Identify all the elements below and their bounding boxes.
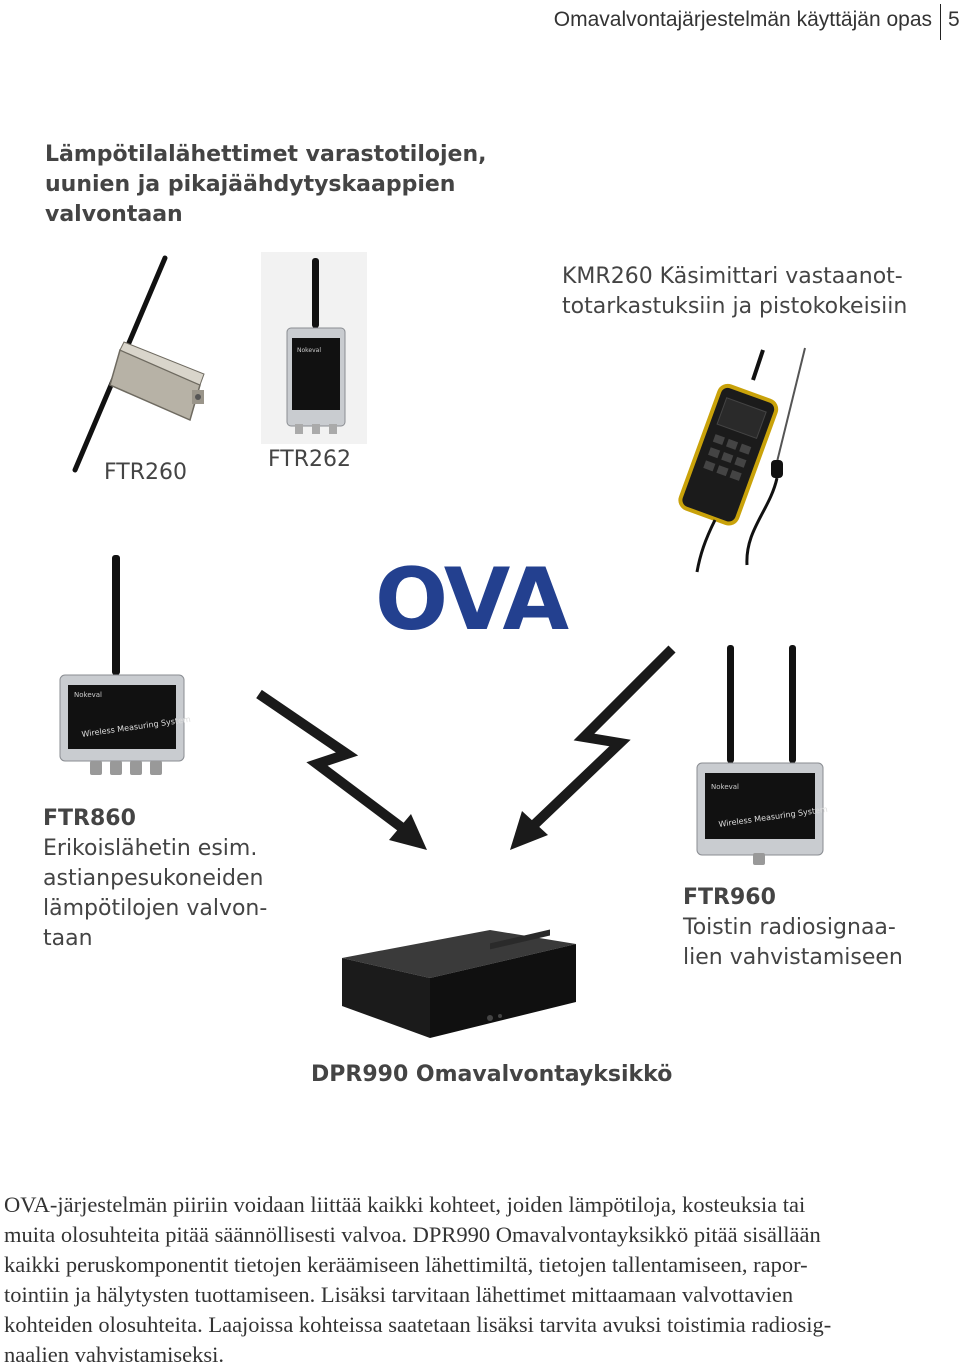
ftr960-label: FTR960 Toistin radiosignaa- lien vahvist… xyxy=(683,883,903,973)
dpr990-unit-image xyxy=(342,929,576,1038)
section-heading: Lämpötilalähettimet varastotilojen, uuni… xyxy=(45,140,486,230)
heading-line: uunien ja pikajäähdytyskaappien xyxy=(45,172,456,197)
ftr260-label: FTR260 xyxy=(104,460,187,485)
kmr260-line: KMR260 Käsimittari vastaanot- xyxy=(562,264,903,289)
body-line: kohteiden olosuhteita. Laajoissa kohteis… xyxy=(4,1312,832,1337)
header-title: Omavalvontajärjestelmän käyttäjän opas xyxy=(553,8,932,31)
dpr990-label: DPR990 Omavalvontayksikkö xyxy=(311,1062,673,1087)
header-divider xyxy=(940,4,941,40)
ftr960-line: Toistin radiosignaa- xyxy=(683,915,896,940)
ftr960-device-image: Nokeval Wireless Measuring System xyxy=(696,645,828,865)
ftr860-line: FTR860 xyxy=(43,806,136,831)
ftr860-label: FTR860 Erikoislähetin esim. astianpesuko… xyxy=(43,804,267,954)
ftr262-device-image: Nokeval xyxy=(261,252,367,444)
ftr860-device-image: Nokeval Wireless Measuring System xyxy=(59,555,191,775)
body-line: muita olosuhteita pitää säännöllisesti v… xyxy=(4,1222,821,1247)
heading-line: Lämpötilalähettimet varastotilojen, xyxy=(45,142,487,167)
ftr860-brand: Nokeval xyxy=(74,691,102,699)
ftr860-line: astianpesukoneiden xyxy=(43,866,264,891)
body-line: OVA-järjestelmän piiriin voidaan liittää… xyxy=(4,1192,806,1217)
kmr260-meter-image xyxy=(678,347,806,573)
body-line: naalien vahvistamiseksi. xyxy=(4,1342,224,1367)
signal-arrow-right xyxy=(510,645,676,850)
ftr960-line: FTR960 xyxy=(683,885,776,910)
body-paragraph: OVA-järjestelmän piiriin voidaan liittää… xyxy=(4,1190,949,1370)
kmr260-line: totarkastuksiin ja pistokokeisiin xyxy=(562,294,908,319)
ftr262-brand: Nokeval xyxy=(297,347,321,354)
kmr260-label: KMR260 Käsimittari vastaanot- totarkastu… xyxy=(562,262,907,322)
ftr960-brand: Nokeval xyxy=(711,783,739,791)
ftr860-line: taan xyxy=(43,926,93,951)
ftr260-device-image xyxy=(72,255,205,473)
ftr860-line: Erikoislähetin esim. xyxy=(43,836,258,861)
ftr860-line: lämpötilojen valvon- xyxy=(43,896,268,921)
ftr262-label: FTR262 xyxy=(268,447,351,472)
signal-arrow-left xyxy=(256,689,427,850)
heading-line: valvontaan xyxy=(45,202,183,227)
body-line: kaikki peruskomponentit tietojen keräämi… xyxy=(4,1252,808,1277)
body-line: tointiin ja hälytysten tuottamiseen. Lis… xyxy=(4,1282,794,1307)
page-number: 5 xyxy=(948,8,960,31)
ftr960-line: lien vahvistamiseen xyxy=(683,945,903,970)
ova-logo: OVA xyxy=(375,550,569,650)
